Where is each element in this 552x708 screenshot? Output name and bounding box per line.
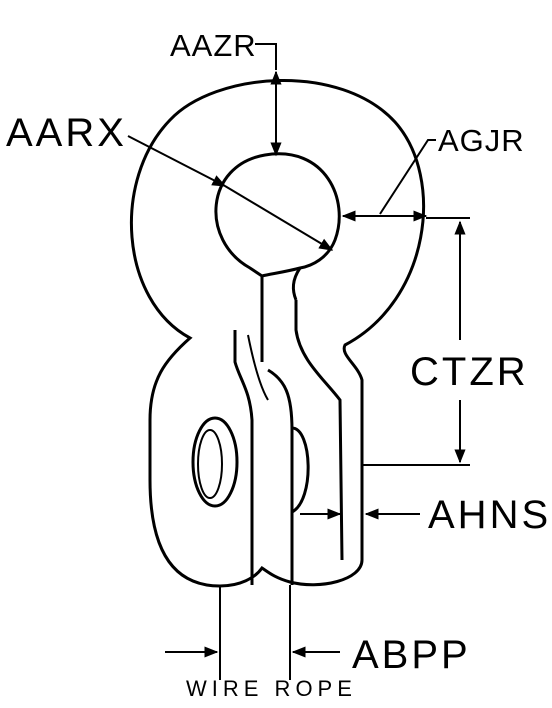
aazr-leader	[255, 43, 277, 70]
fitting-outer-outline	[130, 78, 426, 588]
fitting-neck	[260, 267, 302, 362]
label-aazr: AAZR	[170, 28, 257, 63]
label-aarx: AARX	[6, 111, 127, 155]
label-ahns: AHNS	[428, 493, 551, 537]
right-plate-edge	[294, 300, 344, 561]
right-plate-hole	[291, 426, 310, 514]
center-inner-edge	[247, 334, 269, 401]
agjr-leader	[379, 139, 436, 215]
label-agjr: AGJR	[438, 123, 525, 158]
aarx-diameter	[224, 185, 334, 251]
left-plate-edge	[233, 330, 254, 585]
label-wire-rope: WIRE ROPE	[186, 676, 357, 701]
left-plate-hole-inner	[197, 429, 223, 499]
center-plate-edge	[267, 368, 294, 585]
left-plate-hole	[191, 416, 239, 508]
label-abpp: ABPP	[352, 633, 471, 677]
fitting-eye-hole	[214, 152, 341, 278]
label-ctzr: CTZR	[410, 350, 529, 394]
aarx-leader	[127, 135, 227, 187]
